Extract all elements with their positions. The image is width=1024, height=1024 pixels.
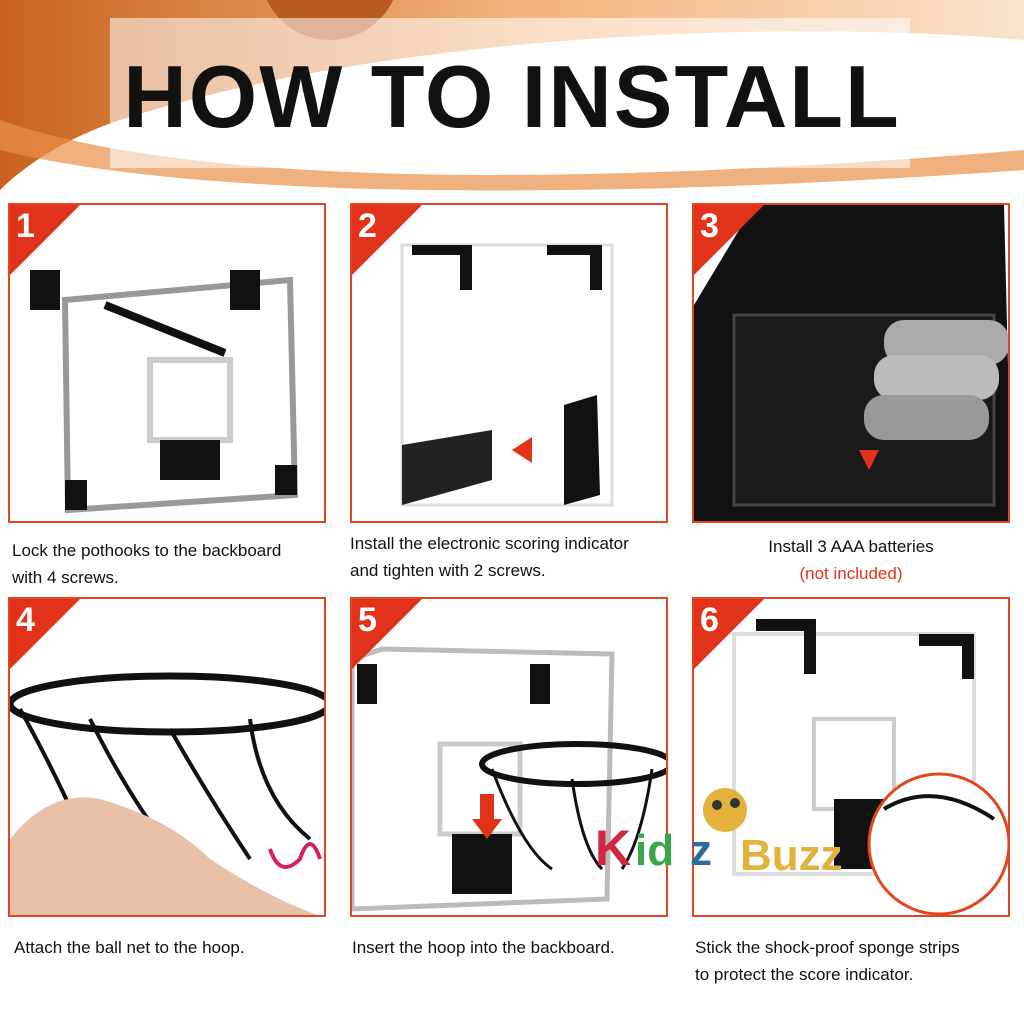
step-1-caption: Lock the pothooks to the backboard with …: [12, 537, 281, 591]
caption-line: Stick the shock-proof sponge strips: [695, 938, 960, 957]
step-5-caption: Insert the hoop into the backboard.: [352, 934, 615, 961]
step-number: 5: [358, 601, 377, 639]
page-title: HOW TO INSTALL: [123, 47, 901, 146]
not-included-note: (not included): [799, 564, 903, 583]
step-badge: [10, 205, 80, 275]
header-banner: HOW TO INSTALL: [0, 0, 1024, 195]
step-2-caption: Install the electronic scoring indicator…: [350, 530, 629, 584]
step-badge: [352, 205, 422, 275]
step-number: 4: [16, 601, 35, 639]
caption-line: Insert the hoop into the backboard.: [352, 938, 615, 957]
sponge-strips-illustration: [732, 619, 1008, 915]
step-4-caption: Attach the ball net to the hoop.: [14, 934, 245, 961]
step-number: 6: [700, 601, 719, 639]
step-3-caption: Install 3 AAA batteries (not included): [692, 533, 1010, 587]
caption-line: with 4 screws.: [12, 568, 119, 587]
step-number: 3: [700, 207, 719, 245]
caption-line: and tighten with 2 screws.: [350, 561, 546, 580]
step-3-panel: 3: [692, 203, 1010, 523]
step-badge: [694, 205, 764, 275]
caption-line: Install 3 AAA batteries: [768, 537, 934, 556]
step-6-caption: Stick the shock-proof sponge strips to p…: [695, 934, 960, 988]
step-badge: [10, 599, 80, 669]
step-5-panel: 5: [350, 597, 668, 917]
step-1-panel: 1: [8, 203, 326, 523]
caption-line: Attach the ball net to the hoop.: [14, 938, 245, 957]
step-badge: [352, 599, 422, 669]
caption-line: to protect the score indicator.: [695, 965, 914, 984]
scoring-indicator-illustration: [400, 243, 614, 507]
step-number: 2: [358, 207, 377, 245]
step-number: 1: [16, 207, 35, 245]
caption-line: Install the electronic scoring indicator: [350, 534, 629, 553]
hoop-net-illustration: [10, 672, 324, 915]
insert-hoop-illustration: [352, 646, 666, 912]
caption-line: Lock the pothooks to the backboard: [12, 541, 282, 560]
battery-compartment-illustration: [694, 205, 1008, 521]
basketball-background: [0, 0, 1024, 195]
step-6-panel: 6: [692, 597, 1010, 917]
backboard-pothooks-illustration: [30, 270, 299, 514]
step-badge: [694, 599, 764, 669]
step-4-panel: 4: [8, 597, 326, 917]
step-2-panel: 2: [350, 203, 668, 523]
